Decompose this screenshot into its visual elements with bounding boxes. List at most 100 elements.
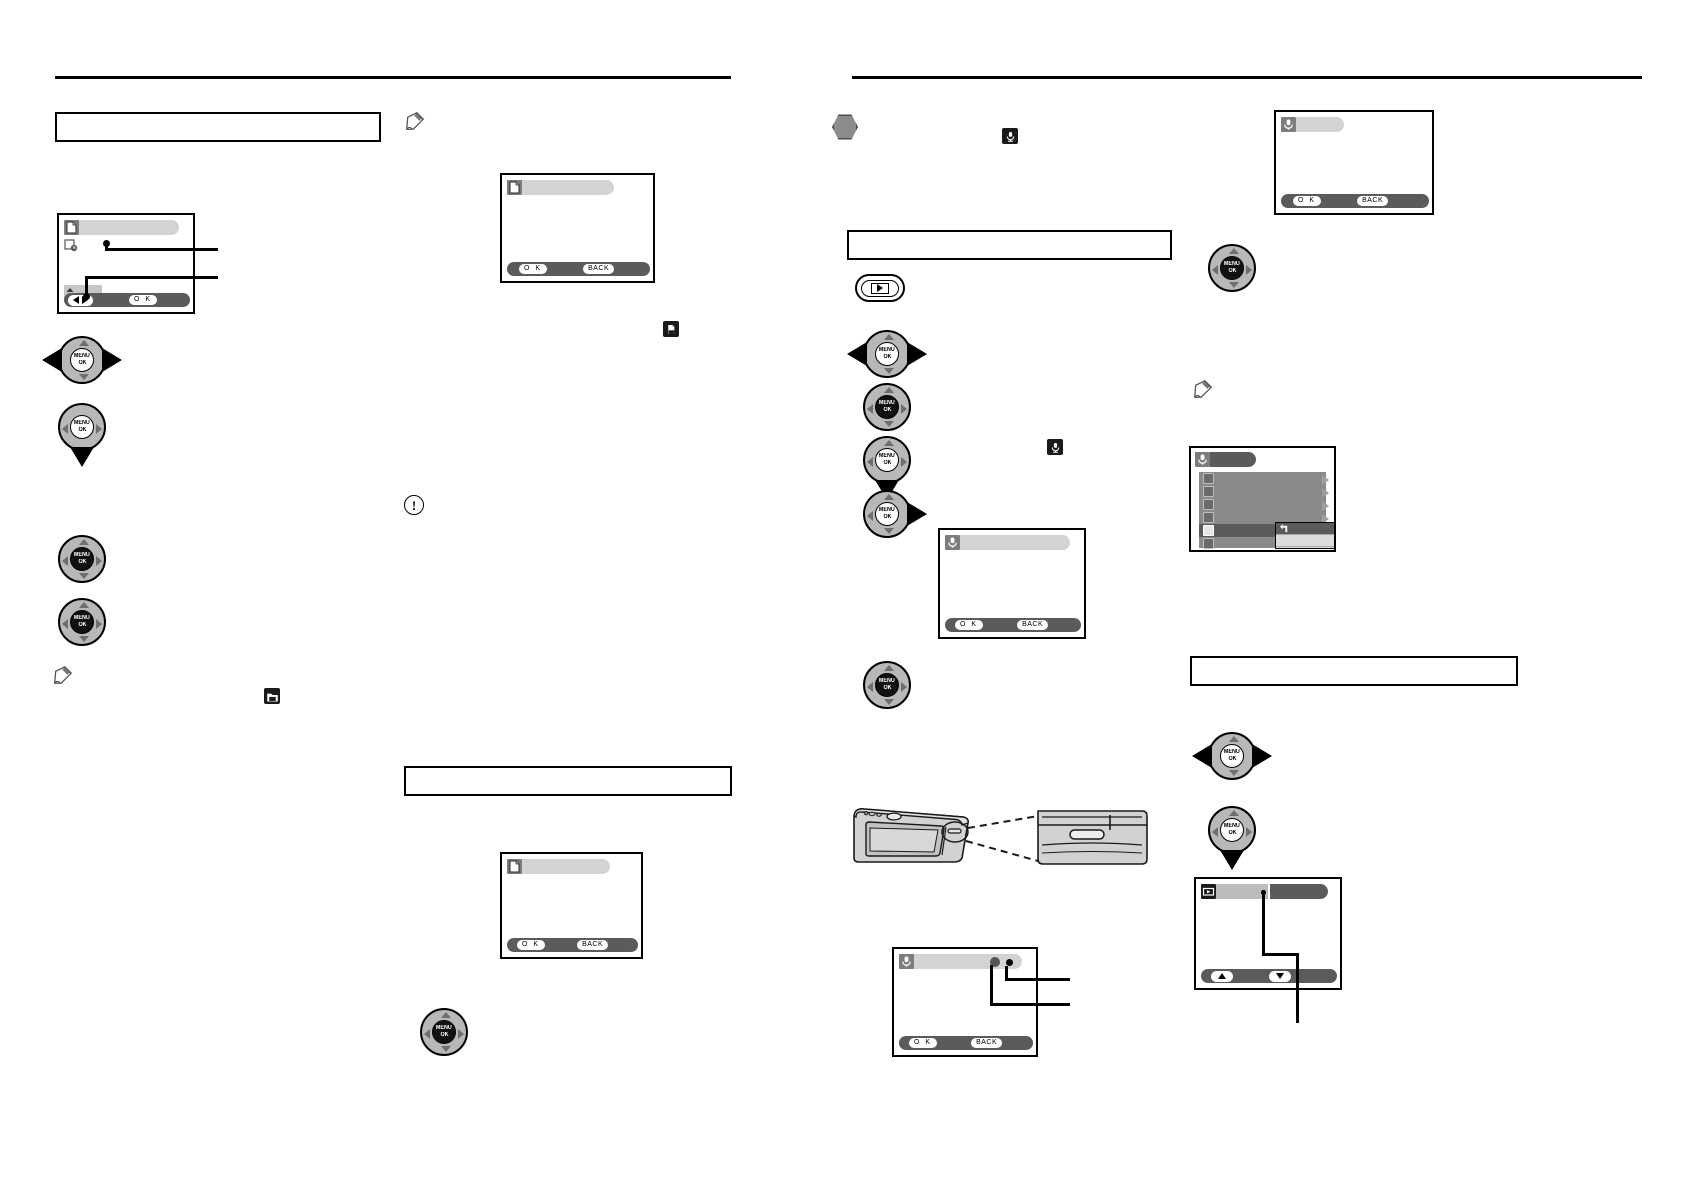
nav-wheel-left-right-r1[interactable]: MENU OK xyxy=(847,322,927,386)
wheel-down-arrow-icon[interactable] xyxy=(884,528,894,534)
down-arrow-pill[interactable] xyxy=(1269,970,1291,982)
back-pill[interactable]: BACK xyxy=(971,1038,1003,1048)
wheel-left-arrow-icon[interactable] xyxy=(424,1029,430,1039)
ok-pill[interactable]: O K xyxy=(129,295,158,305)
wheel-left-arrow-icon[interactable] xyxy=(1212,265,1218,275)
wheel-left-arrow-icon[interactable] xyxy=(62,619,68,629)
menu-item-4[interactable] xyxy=(1199,511,1326,524)
menu-ok-button[interactable]: MENU OK xyxy=(875,673,899,697)
menu-ok-button[interactable]: MENU OK xyxy=(875,342,899,366)
wheel-up-arrow-icon[interactable] xyxy=(1229,810,1239,816)
wheel-right-arrow-icon[interactable] xyxy=(96,619,102,629)
menu-ok-button[interactable]: MENU OK xyxy=(1220,818,1244,842)
menu-ok-button[interactable]: MENU OK xyxy=(875,395,899,419)
wheel-left-arrow-icon[interactable] xyxy=(867,404,873,414)
nav-wheel-ok-3[interactable]: MENU OK xyxy=(412,1000,476,1064)
menu-ok-button[interactable]: MENU OK xyxy=(70,348,94,372)
wheel-right-active-icon[interactable] xyxy=(907,502,927,526)
wheel-down-arrow-icon[interactable] xyxy=(441,1046,451,1052)
nav-wheel-ok-1[interactable]: MENU OK xyxy=(50,527,114,591)
back-pill[interactable]: BACK xyxy=(1357,196,1389,206)
wheel-down-arrow-icon[interactable] xyxy=(1229,282,1239,288)
wheel-up-arrow-icon[interactable] xyxy=(441,1012,451,1018)
wheel-down-arrow-icon[interactable] xyxy=(884,699,894,705)
wheel-left-arrow-icon[interactable] xyxy=(1212,827,1218,837)
wheel-right-arrow-icon[interactable] xyxy=(901,682,907,692)
menu-popup-panel[interactable] xyxy=(1275,522,1335,549)
wheel-down-arrow-icon[interactable] xyxy=(1229,770,1239,776)
wheel-right-arrow-icon[interactable] xyxy=(901,457,907,467)
wheel-left-arrow-icon[interactable] xyxy=(867,457,873,467)
menu-ok-button[interactable]: MENU OK xyxy=(875,502,899,526)
menu-ok-button[interactable]: MENU OK xyxy=(432,1020,456,1044)
wheel-up-arrow-icon[interactable] xyxy=(884,494,894,500)
wheel-right-active-icon[interactable] xyxy=(907,342,927,366)
wheel-up-arrow-icon[interactable] xyxy=(884,665,894,671)
nav-wheel-ok-2[interactable]: MENU OK xyxy=(50,590,114,654)
wheel-left-arrow-icon[interactable] xyxy=(867,682,873,692)
wheel-down-arrow-icon[interactable] xyxy=(79,636,89,642)
wheel-up-arrow-icon[interactable] xyxy=(79,539,89,545)
back-pill[interactable]: BACK xyxy=(583,264,615,274)
ok-pill[interactable]: O K xyxy=(519,264,548,274)
ok-pill[interactable]: O K xyxy=(1293,196,1322,206)
volume-thumb[interactable] xyxy=(1268,884,1270,899)
nav-wheel-up[interactable]: MENU OK xyxy=(50,395,114,467)
wheel-left-arrow-icon[interactable] xyxy=(62,556,68,566)
wheel-up-arrow-icon[interactable] xyxy=(79,602,89,608)
ok-pill[interactable]: O K xyxy=(517,940,546,950)
wheel-up-arrow-icon[interactable] xyxy=(79,340,89,346)
nav-wheel-ok-r1[interactable]: MENU OK xyxy=(1200,236,1264,300)
menu-item-1[interactable] xyxy=(1199,472,1326,485)
menu-ok-button[interactable]: MENU OK xyxy=(70,415,94,439)
wheel-left-active-icon[interactable] xyxy=(42,348,62,372)
menu-ok-button[interactable]: MENU OK xyxy=(70,610,94,634)
menu-ok-button[interactable]: MENU OK xyxy=(70,547,94,571)
up-arrow-pill[interactable] xyxy=(1211,970,1233,982)
back-pill[interactable]: BACK xyxy=(1017,620,1049,630)
menu-item-3[interactable] xyxy=(1199,498,1326,511)
wheel-up-arrow-icon[interactable] xyxy=(1229,736,1239,742)
wheel-right-active-icon[interactable] xyxy=(1252,744,1272,768)
wheel-left-arrow-icon[interactable] xyxy=(867,511,873,521)
wheel-right-arrow-icon[interactable] xyxy=(1246,265,1252,275)
menu-item-6[interactable] xyxy=(1199,537,1326,550)
ok-pill[interactable]: O K xyxy=(955,620,984,630)
wheel-left-arrow-icon[interactable] xyxy=(62,424,68,434)
nav-wheel-left-right-r2[interactable]: MENU OK xyxy=(1192,724,1272,788)
nav-wheel-left-right[interactable]: MENU OK xyxy=(42,328,122,392)
volume-track-empty[interactable] xyxy=(1270,884,1328,899)
wheel-up-arrow-icon[interactable] xyxy=(884,387,894,393)
wheel-down-active-icon[interactable] xyxy=(70,447,94,467)
wheel-down-arrow-icon[interactable] xyxy=(79,374,89,380)
popup-item-selected[interactable] xyxy=(1276,523,1334,535)
volume-track-filled[interactable] xyxy=(1216,884,1268,899)
playback-button[interactable] xyxy=(855,274,905,302)
wheel-down-arrow-icon[interactable] xyxy=(884,368,894,374)
menu-ok-button[interactable]: MENU OK xyxy=(1220,256,1244,280)
nav-wheel-ok-r3[interactable]: MENU OK xyxy=(855,653,919,717)
nav-wheel-down-r2[interactable]: MENU OK xyxy=(1200,798,1264,870)
wheel-up-arrow-icon[interactable] xyxy=(1229,248,1239,254)
wheel-down-active-icon[interactable] xyxy=(1220,850,1244,870)
wheel-right-arrow-icon[interactable] xyxy=(1246,827,1252,837)
wheel-up-arrow-icon[interactable] xyxy=(884,440,894,446)
wheel-right-arrow-icon[interactable] xyxy=(96,424,102,434)
setup-menu-list[interactable] xyxy=(1199,472,1326,550)
menu-item-2[interactable] xyxy=(1199,485,1326,498)
menu-ok-button[interactable]: MENU OK xyxy=(1220,744,1244,768)
wheel-down-arrow-icon[interactable] xyxy=(79,573,89,579)
wheel-down-arrow-icon[interactable] xyxy=(884,421,894,427)
ok-pill[interactable]: O K xyxy=(909,1038,938,1048)
wheel-right-arrow-icon[interactable] xyxy=(458,1029,464,1039)
nav-wheel-ok-r2[interactable]: MENU OK xyxy=(855,375,919,439)
wheel-left-active-icon[interactable] xyxy=(847,342,867,366)
wheel-left-active-icon[interactable] xyxy=(1192,744,1212,768)
wheel-right-active-icon[interactable] xyxy=(102,348,122,372)
back-pill[interactable]: BACK xyxy=(577,940,609,950)
wheel-right-arrow-icon[interactable] xyxy=(901,404,907,414)
nav-wheel-right-r1[interactable]: MENU OK xyxy=(855,482,927,546)
menu-ok-button[interactable]: MENU OK xyxy=(875,448,899,472)
wheel-up-arrow-icon[interactable] xyxy=(884,334,894,340)
popup-item-2[interactable] xyxy=(1276,535,1334,547)
